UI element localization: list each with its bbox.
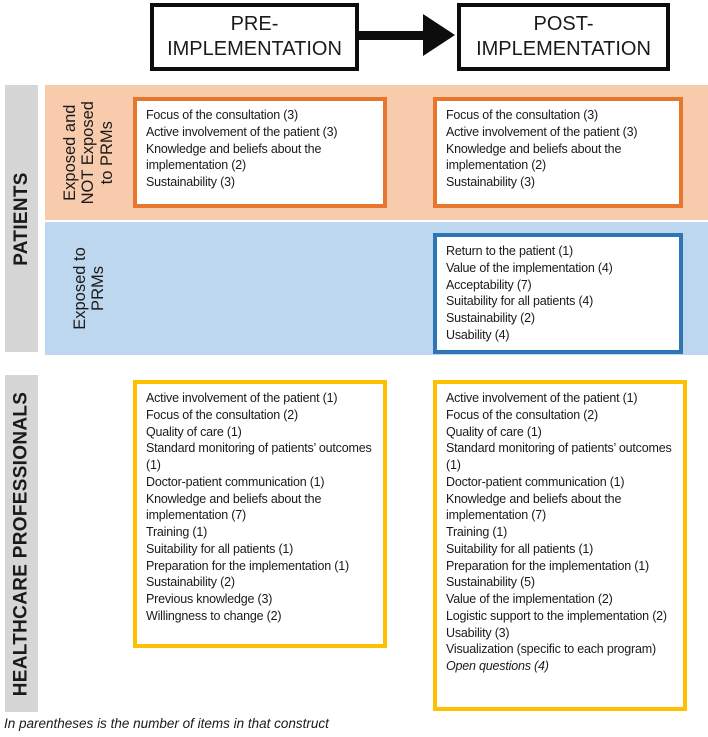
construct-item: Willingness to change (2) xyxy=(146,608,282,623)
construct-item: Usability (4) xyxy=(446,327,510,342)
construct-item: Training (1) xyxy=(146,525,208,539)
arrow-right-icon xyxy=(358,14,456,56)
construct-item: Sustainability (2) xyxy=(446,311,535,325)
row-label-exposed-and-not-exposed-text: Exposed and NOT Exposed to PRMs xyxy=(61,100,117,205)
pre-implementation-box: PRE- IMPLEMENTATION xyxy=(150,3,359,71)
construct-item: Knowledge and beliefs about the implemen… xyxy=(446,491,622,523)
construct-item: Quality of care (1) xyxy=(446,424,542,439)
patients-post-constructs-box: Focus of the consultation (3) Active invo… xyxy=(433,97,683,208)
row-label-exposed-to-prms: Exposed to PRMs xyxy=(46,222,132,355)
construct-item: Previous knowledge (3) xyxy=(146,592,273,606)
hcp-pre-constructs-box: Active involvement of the patient (1) Foc… xyxy=(133,380,387,648)
pre-implementation-label: PRE- IMPLEMENTATION xyxy=(167,13,342,60)
construct-item: Sustainability (3) xyxy=(146,175,235,189)
post-implementation-label: POST- IMPLEMENTATION xyxy=(476,13,651,60)
construct-item: Acceptability (7) xyxy=(446,277,532,292)
construct-item: Focus of the consultation (2) xyxy=(146,407,298,422)
construct-item: Knowledge and beliefs about the implemen… xyxy=(146,491,322,523)
construct-item: Return to the patient (1) xyxy=(446,244,574,258)
arrow-head xyxy=(423,14,455,56)
construct-item: Sustainability (5) xyxy=(446,575,535,590)
construct-item: Sustainability (3) xyxy=(446,175,535,189)
hcp-post-constructs-box: Active involvement of the patient (1) Foc… xyxy=(433,380,687,711)
construct-item: Doctor-patient communication (1) xyxy=(446,474,625,489)
row-label-exposed-to-prms-text: Exposed to PRMs xyxy=(70,247,107,330)
construct-item: Focus of the consultation (2) xyxy=(446,407,598,422)
hcp-section-label: HEALTHCARE PROFESSIONALS xyxy=(10,391,32,696)
construct-item: Active involvement of the patient (3) xyxy=(146,124,338,139)
construct-item: Open questions (4) xyxy=(446,659,549,673)
construct-item: Knowledge and beliefs about the implemen… xyxy=(446,141,622,173)
construct-item: Training (1) xyxy=(446,525,508,539)
construct-item: Preparation for the implementation (1) xyxy=(146,558,349,573)
construct-item: Standard monitoring of patients’ outcome… xyxy=(446,441,672,472)
row-label-exposed-and-not-exposed: Exposed and NOT Exposed to PRMs xyxy=(46,85,132,220)
construct-item: Knowledge and beliefs about the implemen… xyxy=(146,141,322,173)
construct-item: Value of the implementation (2) xyxy=(446,592,613,606)
patients-pre-constructs-box: Focus of the consultation (3) Active invo… xyxy=(133,97,387,208)
construct-item: Suitability for all patients (1) xyxy=(446,541,594,556)
construct-item: Visualization (specific to each program) xyxy=(446,642,656,657)
construct-item: Suitability for all patients (1) xyxy=(146,541,294,556)
construct-item: Active involvement of the patient (1) xyxy=(446,391,638,405)
construct-item: Active involvement of the patient (1) xyxy=(146,391,338,405)
construct-item: Preparation for the implementation (1) xyxy=(446,558,649,573)
patients-exposed-post-constructs-box: Return to the patient (1) Value of the im… xyxy=(433,233,683,354)
construct-item: Sustainability (2) xyxy=(146,575,235,590)
patients-section-bar: PATIENTS xyxy=(5,85,38,352)
construct-item: Logistic support to the implementation (… xyxy=(446,608,667,623)
construct-item: Value of the implementation (4) xyxy=(446,260,613,275)
hcp-section-bar: HEALTHCARE PROFESSIONALS xyxy=(5,375,38,712)
post-implementation-box: POST- IMPLEMENTATION xyxy=(457,3,670,71)
construct-item: Focus of the consultation (3) xyxy=(446,108,598,122)
construct-item: Active involvement of the patient (3) xyxy=(446,124,638,139)
construct-item: Usability (3) xyxy=(446,625,510,640)
footnote: In parentheses is the number of items in… xyxy=(4,716,329,731)
construct-item: Quality of care (1) xyxy=(146,424,242,439)
patients-section-label: PATIENTS xyxy=(10,171,32,266)
construct-item: Suitability for all patients (4) xyxy=(446,294,594,309)
construct-item: Doctor-patient communication (1) xyxy=(146,474,325,489)
construct-item: Standard monitoring of patients’ outcome… xyxy=(146,441,372,472)
construct-item: Focus of the consultation (3) xyxy=(146,108,298,122)
arrow-shaft xyxy=(359,31,424,40)
